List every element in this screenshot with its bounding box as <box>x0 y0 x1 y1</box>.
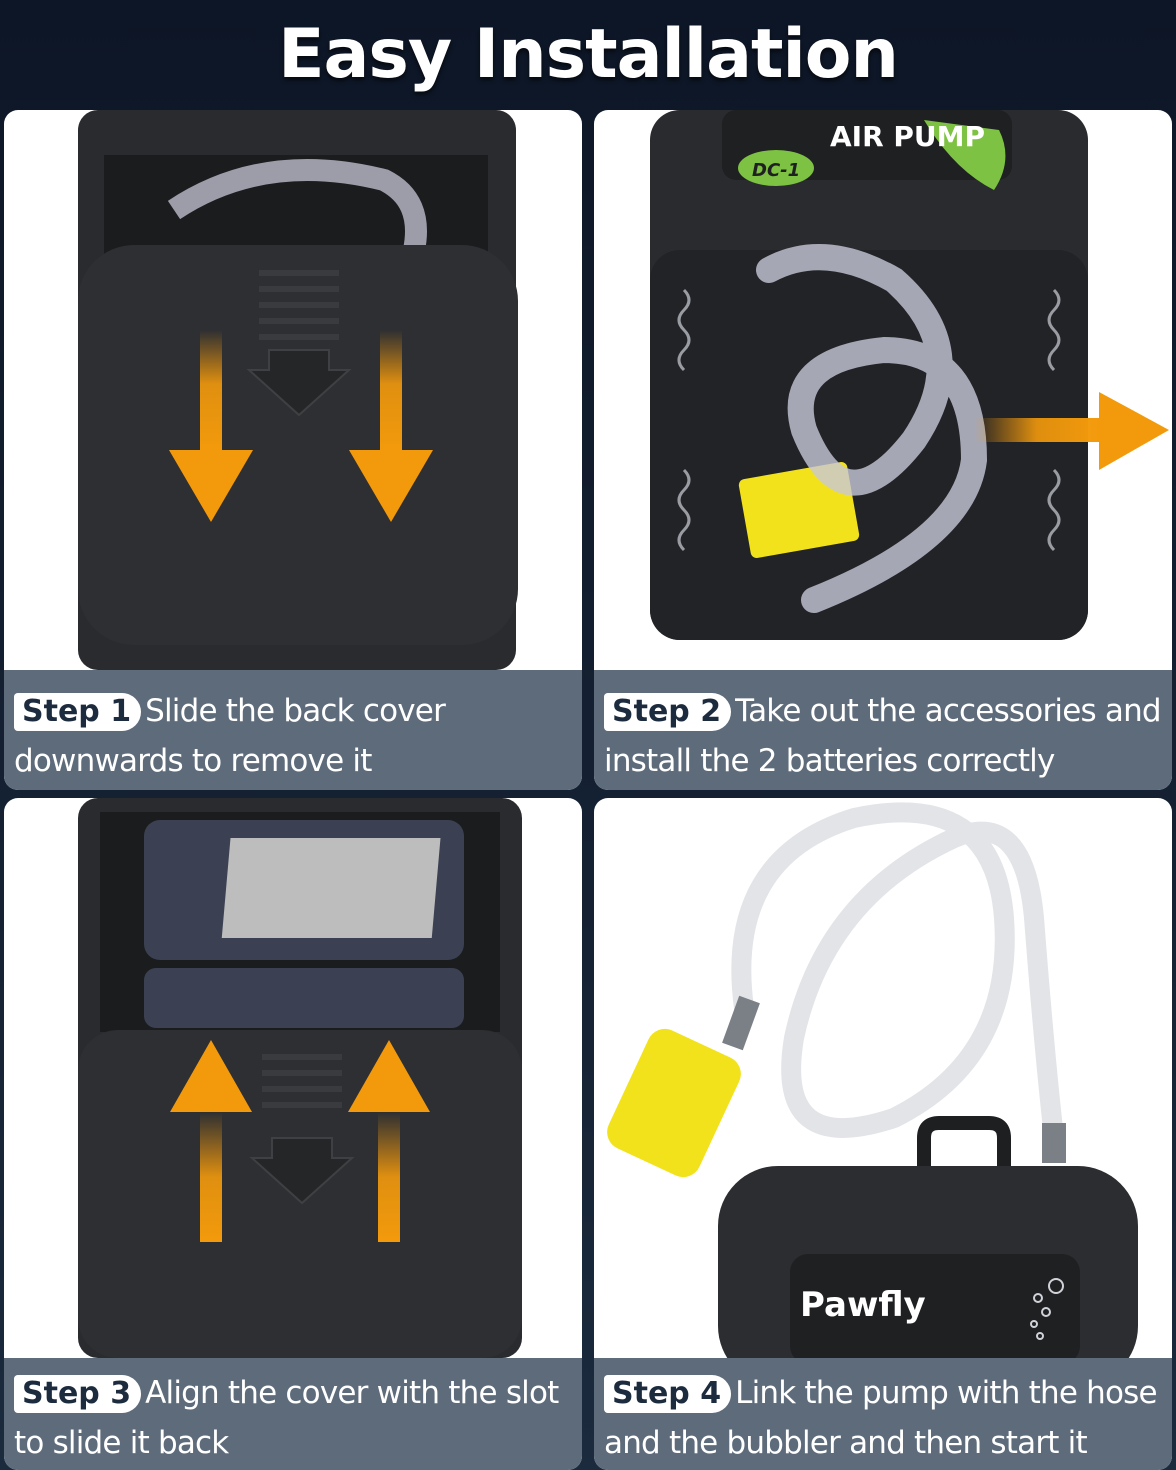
step-1-text-line1: Slide the back cover <box>145 693 446 729</box>
air-hose <box>167 159 427 253</box>
step-4-tag: Step 4 <box>604 1375 732 1413</box>
slide-direction-icon <box>246 349 352 417</box>
slide-direction-icon <box>249 1137 355 1205</box>
step-2-text-line2: install the 2 batteries correctly <box>604 743 1055 779</box>
up-arrow-left-icon <box>170 1040 252 1242</box>
step-1-illustration <box>78 110 518 670</box>
header-banner: Easy Installation <box>0 0 1176 108</box>
up-arrow-right-icon <box>348 1040 430 1242</box>
step-2-tag: Step 2 <box>604 693 732 731</box>
pump-outlet <box>1042 1123 1066 1163</box>
right-arrow-icon <box>974 392 1169 470</box>
page-title: Easy Installation <box>278 14 899 94</box>
model-badge <box>738 150 814 186</box>
step-2-text-line1: Take out the accessories and <box>735 693 1162 729</box>
step-1-text-line2: downwards to remove it <box>14 743 372 779</box>
step-3-illustration <box>78 798 522 1358</box>
step-4-text-line2: and the bubbler and then start it <box>604 1425 1088 1461</box>
bubbles-icon <box>1030 1278 1064 1340</box>
air-hose <box>756 244 988 613</box>
battery-2 <box>144 968 464 1028</box>
air-hose <box>731 802 1064 1148</box>
down-arrow-left-icon <box>169 330 253 522</box>
back-cover <box>78 245 518 645</box>
model-label: DC-1 <box>752 160 800 181</box>
battery-spring-icon <box>677 288 1061 552</box>
step-3-text-line2: to slide it back <box>14 1425 229 1461</box>
brand-logo: Pawfly <box>800 1285 926 1325</box>
air-stone-bubbler <box>607 1028 741 1178</box>
pump-label-plate <box>790 1254 1080 1358</box>
hose-connector <box>722 995 760 1051</box>
battery-label <box>221 838 441 938</box>
plant-logo-icon <box>924 120 1006 190</box>
cover-grip-lines <box>259 270 339 340</box>
step-4-text-line1: Link the pump with the hose <box>735 1375 1158 1411</box>
down-arrow-right-icon <box>349 330 433 522</box>
step-1-tag: Step 1 <box>14 693 142 731</box>
pump-handle <box>917 1116 1011 1168</box>
step-3-text-line1: Align the cover with the slot <box>145 1375 559 1411</box>
step-2-illustration: AIR PUMP DC-1 <box>650 110 1169 640</box>
step-4-illustration: Pawfly <box>607 802 1138 1358</box>
air-pump-label: AIR PUMP <box>830 120 985 153</box>
step-3-tag: Step 3 <box>14 1375 142 1413</box>
cover-grip-lines <box>262 1054 342 1108</box>
